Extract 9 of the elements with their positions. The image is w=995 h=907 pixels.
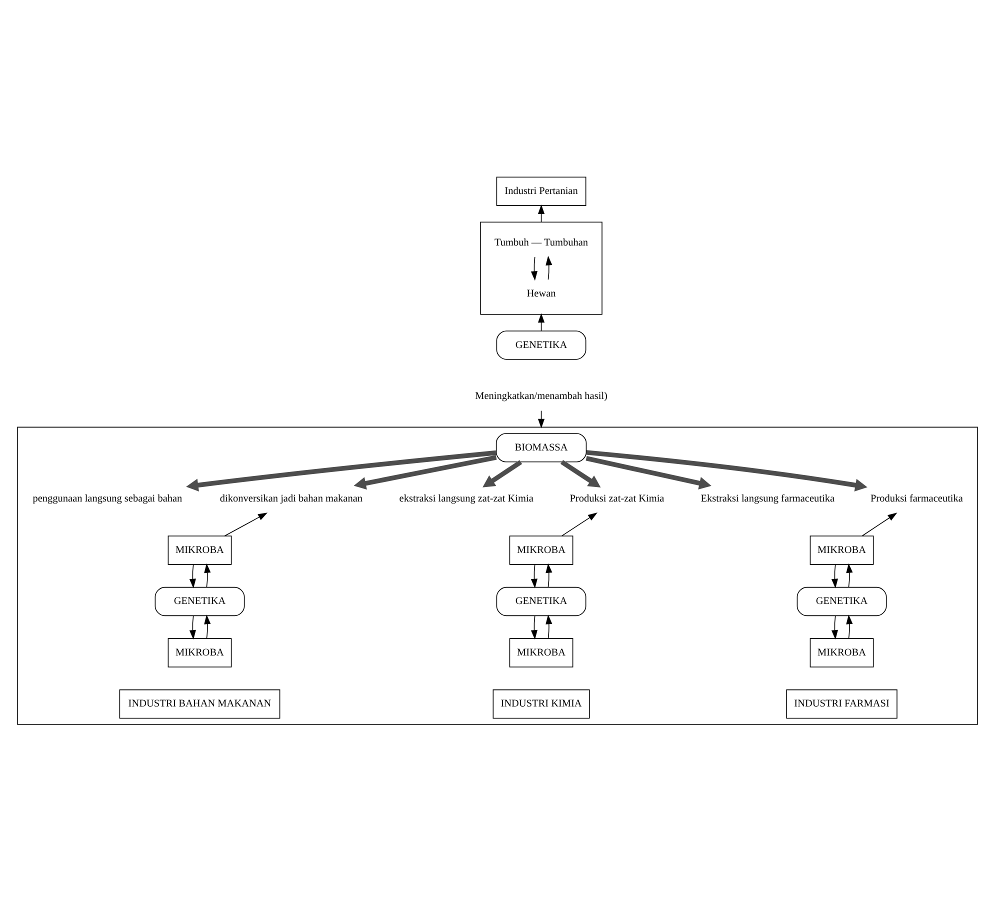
node-text: ekstraksi langsung zat-zat Kimia bbox=[399, 493, 534, 504]
node-text: penggunaan langsung sebagai bahan bbox=[32, 493, 182, 504]
node-text: Tumbuh — Tumbuhan bbox=[494, 236, 588, 248]
node-text: Produksi zat-zat Kimia bbox=[570, 493, 664, 504]
node-text: Meningkatkan/menambah hasil) bbox=[475, 390, 608, 402]
node-text: Produksi farmaceutika bbox=[870, 493, 963, 504]
node-text: dikonversikan jadi bahan makanan bbox=[220, 493, 363, 504]
node-text: Hewan bbox=[526, 288, 556, 300]
node-text: Ekstraksi langsung farmaceutika bbox=[700, 493, 835, 504]
